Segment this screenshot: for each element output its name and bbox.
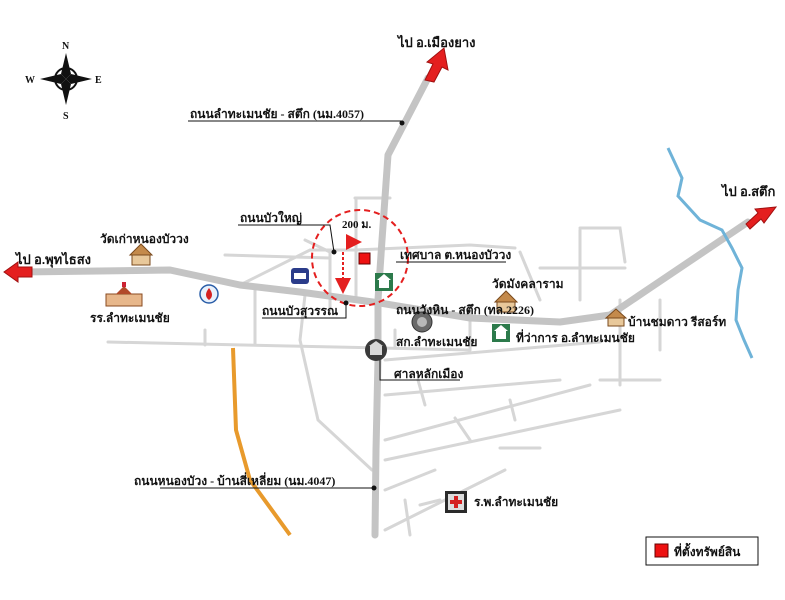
place-wat-mangkhala-label: วัดมังคลาราม [492,277,564,291]
place-district-office-label: ที่ว่าการ อ.ลำทะเมนชัย [516,329,635,345]
municipality-icon [375,273,393,291]
temple-icon [493,290,519,313]
river [666,147,754,359]
temple-icon [128,243,154,266]
place-wat-kao-label: วัดเก่าหนองบัววง [100,232,189,246]
leader-dots [331,120,405,491]
main-roads [18,74,752,539]
legend: ที่ตั้งทรัพย์สิน [645,536,759,566]
compass-rose: N S E W [25,41,102,122]
property-location-marker [358,252,371,265]
school-icon [105,282,143,307]
direction-mueang-yang-label: ไป อ.เมืองยาง [396,34,476,50]
road-lam-satuek-label: ถนนลำทะเมนชัย - สตึก (นม.4057) [190,107,364,121]
place-resort-label: บ้านชมดาว รีสอร์ท [628,315,726,329]
arrow-satuek [745,206,778,230]
road-bua-yai-label: ถนนบัวใหญ่ [240,210,302,225]
road-bua-suwan-label: ถนนบัวสุวรรณ [262,304,338,319]
road-nong-bua-label: ถนนหนองบัวง - บ้านสี่เหลี่ยม (นม.4047) [134,472,335,488]
place-municipality-label: เทศบาล ต.หนองบัววง [400,248,511,262]
compass-e-label: E [95,75,102,86]
arrow-phutthaisong [3,261,33,283]
legend-swatch [654,543,669,558]
arrow-mueang-yang [424,47,449,83]
hospital-icon [445,491,467,513]
road-wang-hin-label: ถนนวังหิน - สตึก (ทล.2226) [396,303,534,317]
office-icon [492,324,510,342]
compass-n-label: N [62,41,70,52]
agri-office-icon [411,311,433,333]
place-school-label: รร.ลำทะเมนชัย [90,311,170,325]
place-shrine-label: ศาลหลักเมือง [394,367,463,381]
nong-bua-orange-road [231,347,292,537]
bank-icon [291,268,309,284]
place-agri-label: สก.ลำทะเมนชัย [396,335,477,349]
compass-w-label: W [25,75,35,86]
legend-label: ที่ตั้งทรัพย์สิน [674,542,741,559]
distance-label: 200 ม. [342,219,372,231]
compass-s-label: S [63,111,69,122]
radius-200m-circle [311,209,409,307]
house-icon [604,308,628,327]
gas-station-icon [199,284,219,304]
place-hospital-label: ร.พ.ลำทะเมนชัย [474,495,558,509]
direction-phutthaisong-label: ไป อ.พุทไธสง [14,251,91,268]
shrine-icon [365,339,387,361]
direction-satuek-label: ไป อ.สตึก [720,183,775,199]
